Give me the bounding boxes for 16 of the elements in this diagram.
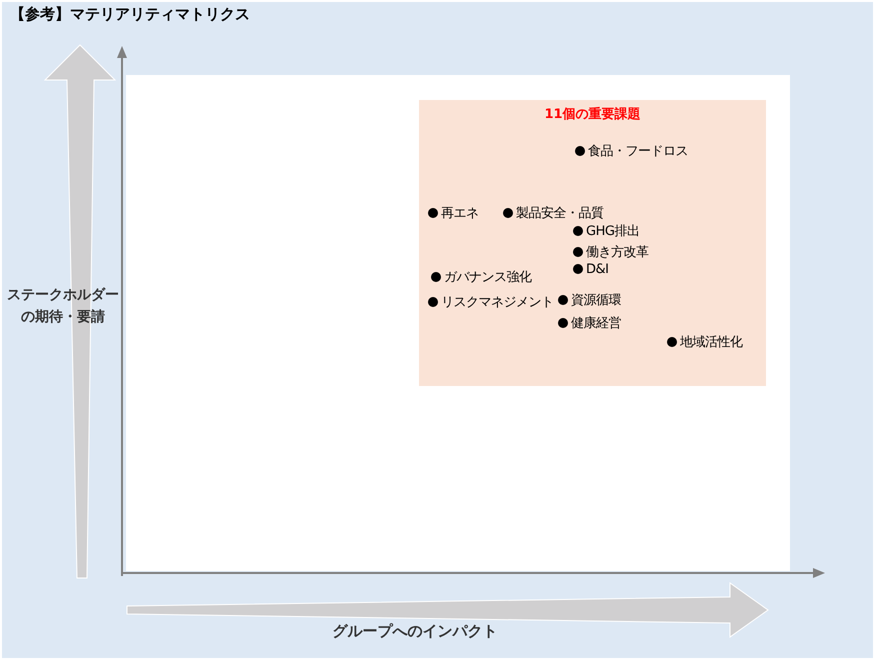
highlight-area [419,100,766,386]
materiality-item: 資源循環 [558,292,621,310]
x-axis-label: グループへのインパクト [332,622,498,641]
title: 【参考】マテリアリティマトリクス [10,5,250,24]
heading: 11個の重要課題 [543,106,642,123]
materiality-item: リスクマネジメント [428,294,554,312]
materiality-item: 再エネ [428,205,478,223]
materiality-item: 地域活性化 [667,334,742,352]
materiality-item: 食品・フードロス [575,143,688,161]
materiality-item: GHG排出 [573,223,640,241]
materiality-item: 製品安全・品質 [503,205,604,223]
materiality-item: D&I [573,261,608,279]
y-axis-label: ステークホルダーの期待・要請 [6,286,120,327]
materiality-item: ガバナンス強化 [431,269,532,287]
materiality-item: 働き方改革 [573,244,648,262]
materiality-item: 健康経営 [558,315,621,333]
